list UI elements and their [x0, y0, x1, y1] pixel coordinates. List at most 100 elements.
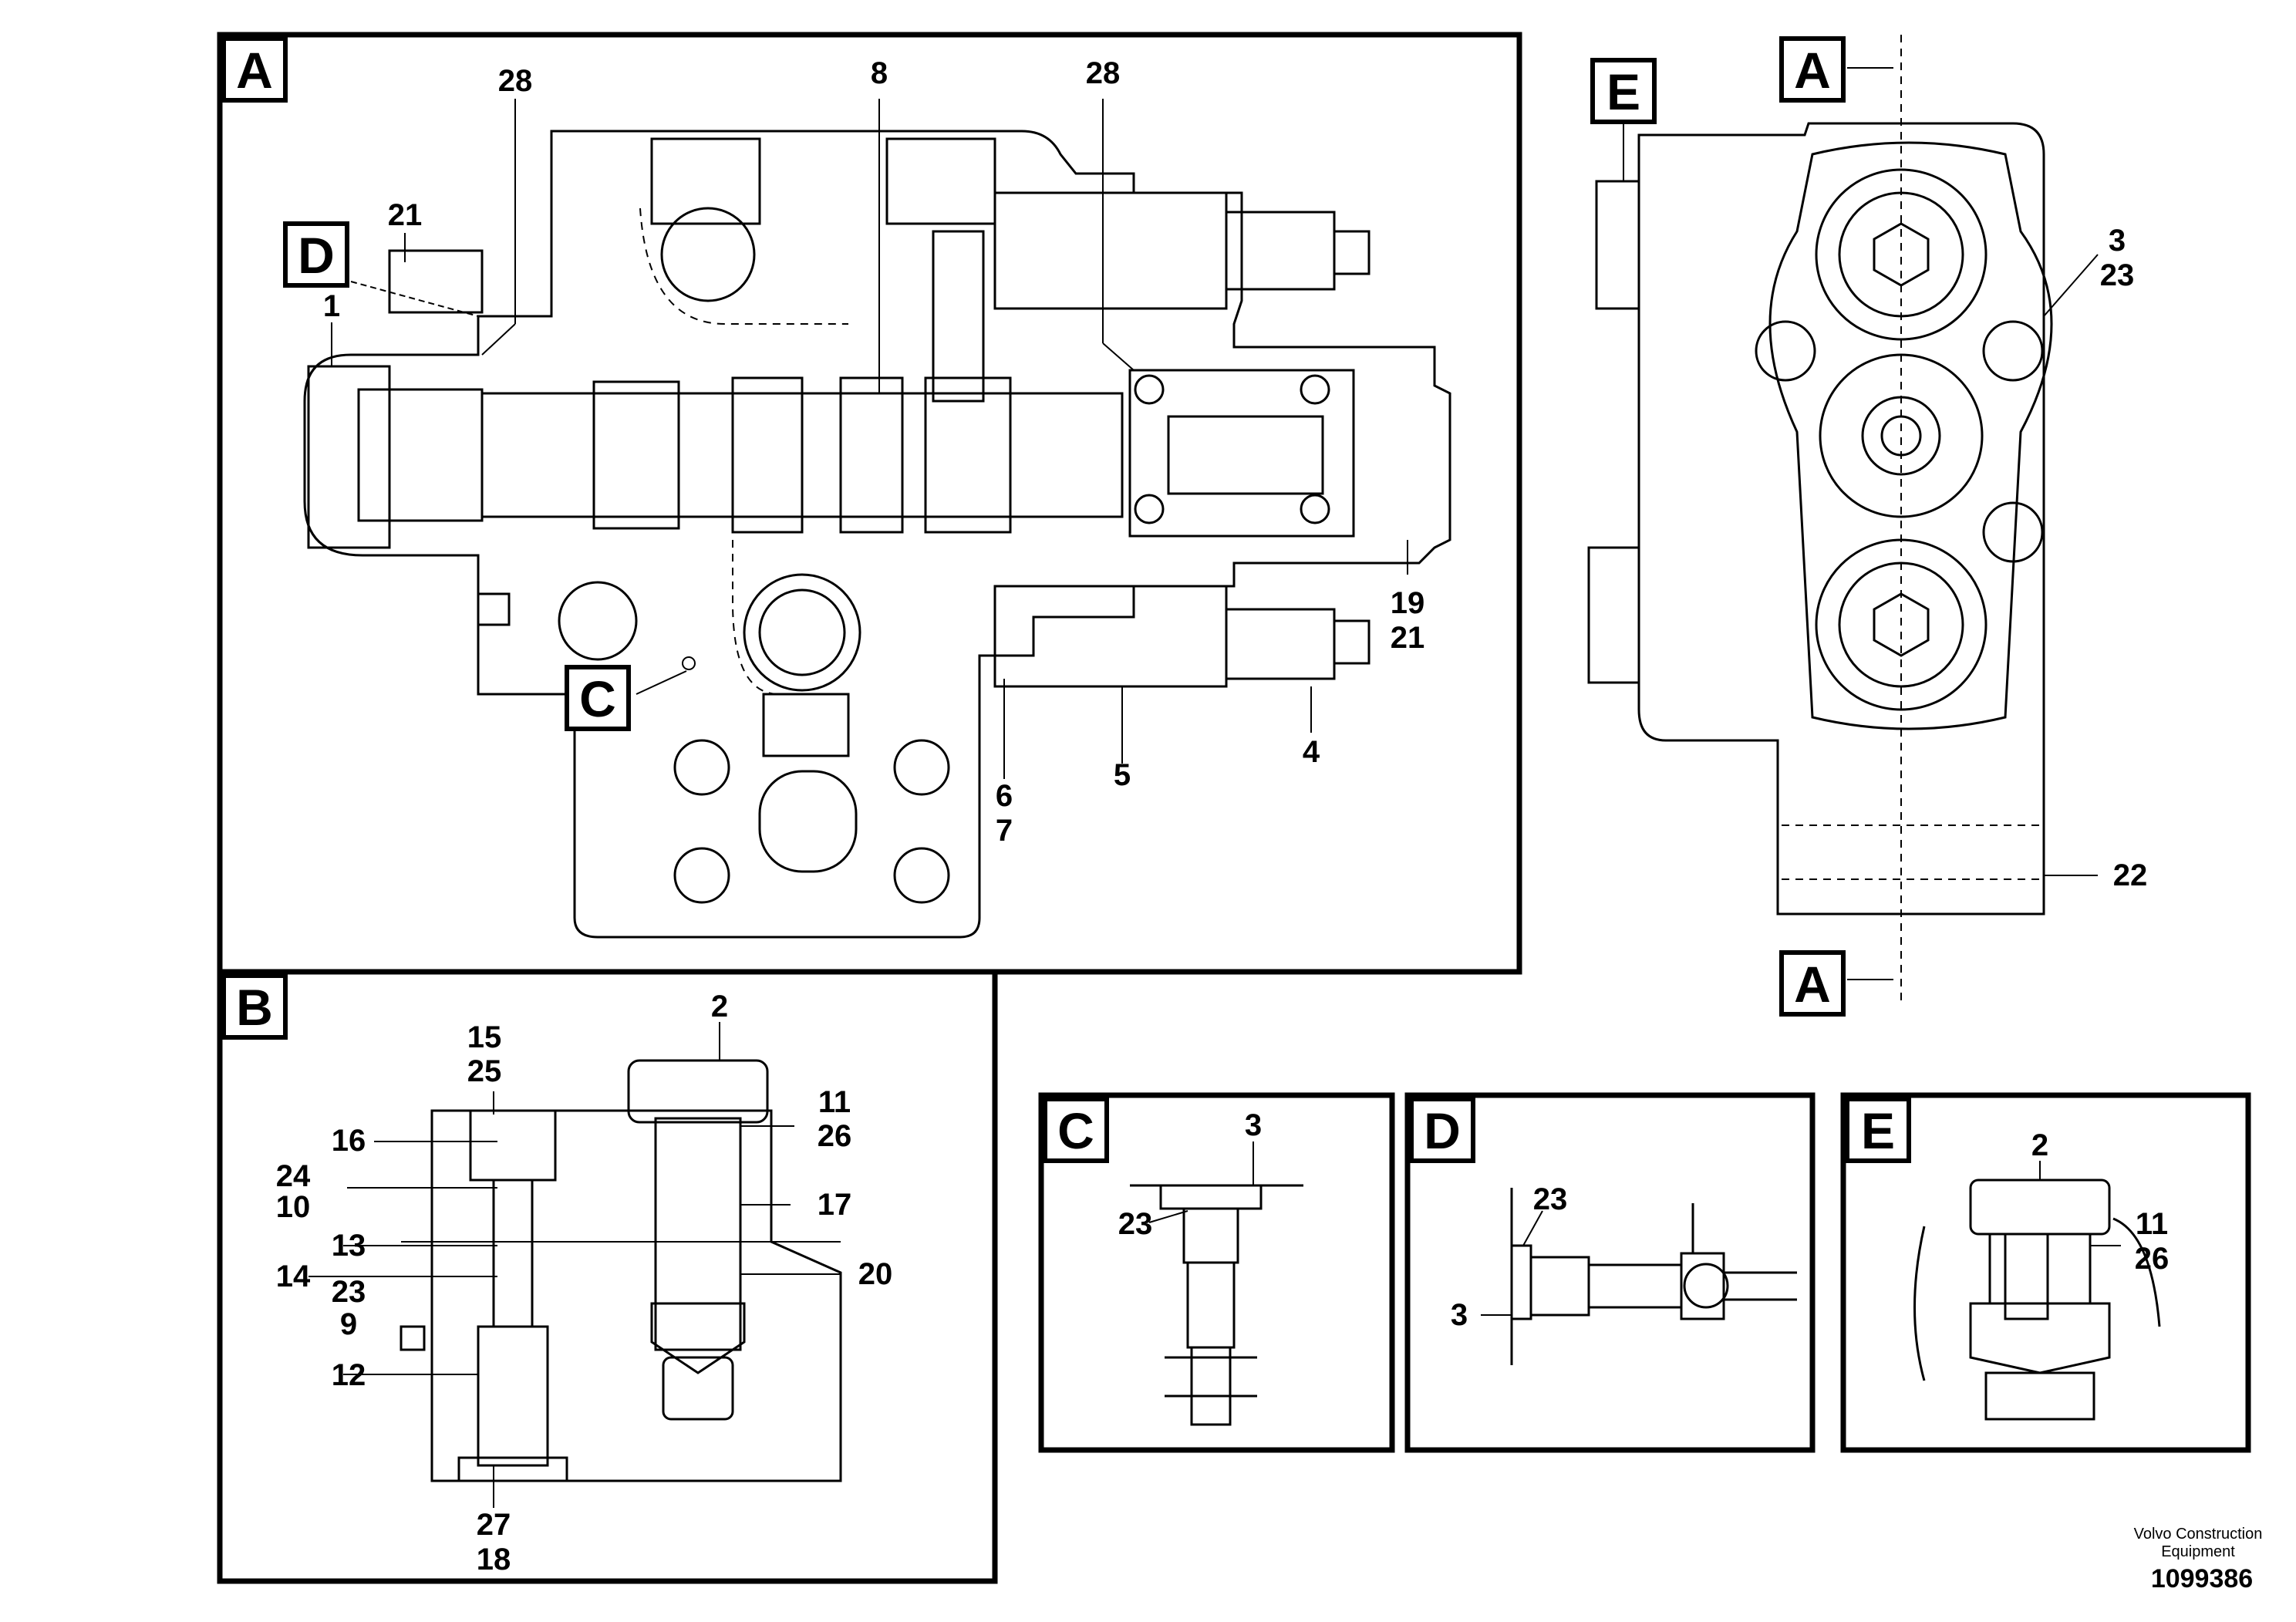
detail-c-tag: C [1057, 1102, 1094, 1159]
flange-outline [1768, 141, 2053, 730]
mount-hole-1 [673, 739, 730, 796]
brand-line-1: Volvo Construction [2134, 1526, 2263, 1543]
callout-b-20: 20 [858, 1257, 893, 1291]
callout-b-16: 16 [332, 1124, 366, 1158]
spool-land-3 [839, 376, 904, 534]
callout-b-25: 25 [467, 1054, 502, 1088]
detail-d: D 23 3 [1404, 1092, 1816, 1453]
port-plug-top-right [885, 137, 996, 225]
callout-side-3: 3 [2109, 224, 2126, 258]
pilot-passage [932, 230, 985, 403]
leader-c [636, 670, 687, 695]
section-a-bottom: A [1794, 956, 1831, 1013]
detail-c-frame [1038, 1092, 1395, 1453]
detail-c-leader-23 [1148, 1210, 1188, 1223]
side-port-upper [1595, 180, 1640, 310]
leader-28-right-tail [1102, 342, 1135, 371]
view-a-tag-box [221, 36, 288, 103]
view-a-frame [217, 32, 1522, 975]
gallery-bore-top [660, 207, 756, 302]
hidden-passage-bottom [732, 540, 780, 695]
seal-ring-br2 [1300, 494, 1330, 524]
mount-boss [758, 770, 858, 873]
bolt-head-left [1755, 320, 1816, 382]
detail-c-stem [1186, 1261, 1236, 1349]
callout-b-11: 11 [818, 1085, 851, 1119]
seal-ring-br [1134, 494, 1165, 524]
leader-side-3 [2043, 254, 2099, 317]
callout-a-28-left: 28 [498, 64, 533, 98]
detail-c-plug-body [1182, 1207, 1239, 1264]
brand-line-2: Equipment [2161, 1543, 2235, 1560]
callout-a-8: 8 [871, 56, 888, 90]
pointer-c-box [565, 665, 631, 731]
valve-body-section [303, 130, 1451, 939]
detail-d-plug-head [1510, 1244, 1532, 1320]
section-a-bottom-box [1779, 950, 1846, 1017]
mount-hole-4 [893, 847, 950, 904]
callout-c-3: 3 [1245, 1108, 1262, 1142]
callout-b-26: 26 [818, 1119, 852, 1153]
callout-side-23: 23 [2100, 258, 2135, 292]
check-ball [558, 581, 638, 661]
detail-d-ball [1683, 1263, 1729, 1309]
view-a-tag: A [236, 42, 273, 99]
detail-e-cap [1969, 1179, 2111, 1236]
detail-d-leader-23 [1522, 1210, 1543, 1246]
detail-d-plug-body [1529, 1256, 1590, 1317]
drill-hole [682, 656, 696, 670]
callout-a-6: 6 [996, 779, 1013, 813]
detail-d-ball-seat [1680, 1252, 1725, 1320]
seal-ring-tr2 [1300, 374, 1330, 405]
callout-side-22: 22 [2113, 858, 2148, 892]
gallery-bore-bottom [743, 573, 861, 692]
detail-c-tag-box [1043, 1097, 1109, 1163]
center-bore [1861, 396, 1941, 476]
detail-e-left-contour [1913, 1226, 1926, 1381]
center-boss [1819, 353, 1984, 518]
view-b-leaders [308, 1022, 841, 1508]
check-valve-cap [627, 1059, 769, 1124]
valve-housing-outline [303, 130, 1451, 939]
callout-a-7: 7 [996, 814, 1013, 848]
plug-15-25 [469, 1109, 557, 1182]
check-valve-body [430, 1109, 842, 1482]
detail-d-stem [1587, 1263, 1683, 1309]
hex-nut-bottom [1873, 592, 1930, 657]
callout-b-2: 2 [711, 990, 728, 1023]
section-a-top: A [1794, 42, 1831, 99]
document-number: 1099386 [2151, 1564, 2253, 1593]
callout-b-27: 27 [477, 1508, 511, 1542]
piston-12 [477, 1325, 549, 1467]
detail-d-tag-box [1409, 1097, 1475, 1163]
section-a-top-box [1779, 36, 1846, 103]
view-b-callouts: 2 15 25 11 26 16 24 10 17 13 14 20 23 9 … [276, 990, 893, 1576]
view-b: B 2 15 [217, 969, 998, 1584]
callout-a-28-right: 28 [1086, 56, 1121, 90]
callout-e-11: 11 [2136, 1207, 2168, 1241]
callout-b-12: 12 [332, 1358, 366, 1392]
callout-d-3: 3 [1451, 1298, 1468, 1332]
side-port-lower [1587, 546, 1640, 684]
leader-28-left-tail [481, 323, 516, 356]
spool-spring-housing [357, 388, 484, 522]
hidden-passage-top [639, 207, 848, 325]
check-valve-plunger [654, 1117, 742, 1351]
check-valve-section [400, 1059, 842, 1482]
check-valve-seat [662, 1356, 734, 1421]
center-bore-inner [1880, 415, 1922, 457]
pointer-e: E [1607, 63, 1640, 120]
detail-d-frame [1404, 1092, 1816, 1453]
view-b-frame [217, 969, 998, 1584]
detail-d-tag: D [1424, 1102, 1461, 1159]
callout-b-18: 18 [477, 1543, 511, 1576]
side-plug [400, 1325, 426, 1351]
callout-a-5: 5 [1114, 758, 1131, 792]
relief-valve-bottom-nut [1333, 619, 1371, 665]
detail-e-tag: E [1861, 1102, 1895, 1159]
pointer-d-box [283, 221, 349, 288]
callout-b-24: 24 [276, 1159, 311, 1193]
callout-a-19: 19 [1391, 586, 1425, 620]
relief-valve-bottom [993, 585, 1228, 688]
